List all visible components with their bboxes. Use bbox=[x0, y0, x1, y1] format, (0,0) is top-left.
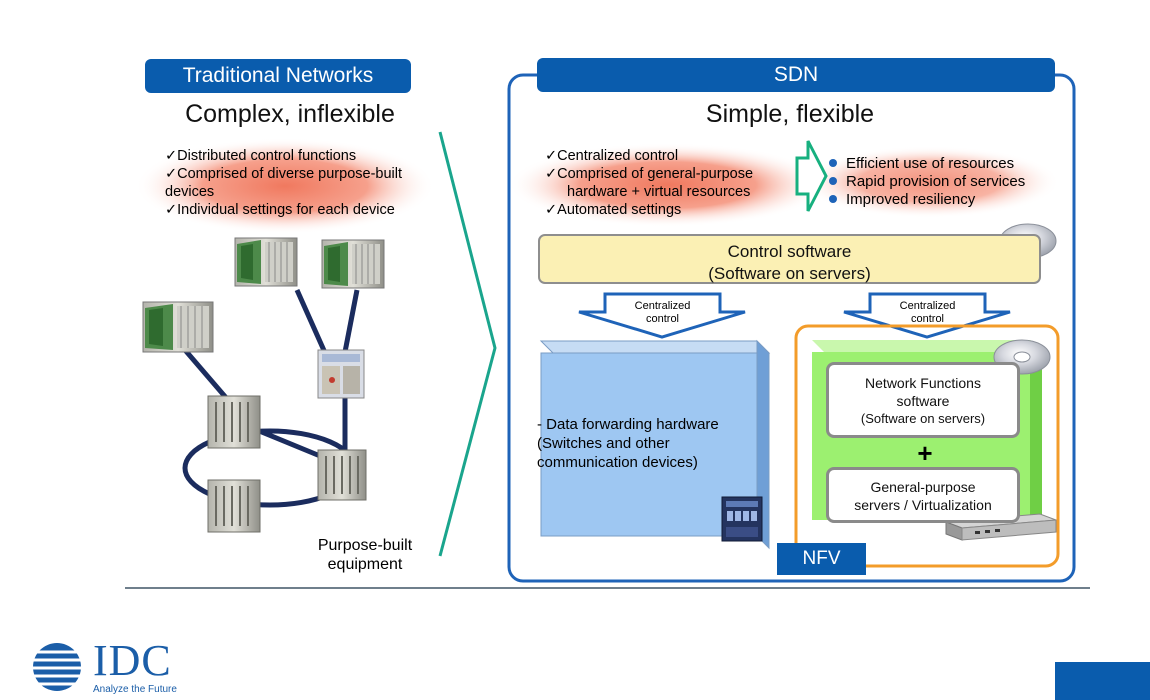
sdn-header: SDN bbox=[537, 58, 1055, 92]
benefit-text: Improved resiliency bbox=[846, 191, 976, 208]
footer-accent-block bbox=[1055, 662, 1150, 700]
cc-line: Centralized bbox=[634, 300, 691, 312]
transition-arrow bbox=[438, 131, 497, 557]
check-item: ✓Distributed control functions bbox=[165, 148, 357, 164]
check-item: ✓Automated settings bbox=[545, 202, 682, 218]
nf-line: (Software on servers) bbox=[860, 411, 986, 426]
rack-server-icon bbox=[945, 513, 1057, 541]
benefit-item: Efficient use of resources bbox=[829, 155, 1025, 173]
benefit-text: Efficient use of resources bbox=[846, 155, 1015, 172]
general-purpose-servers-box: General-purpose servers / Virtualization bbox=[826, 467, 1020, 523]
centralized-control-label-left: Centralized control bbox=[605, 300, 720, 326]
hardware-text: - Data forwarding hardware (Switches and… bbox=[537, 415, 757, 472]
equipment-caption-line: equipment bbox=[327, 556, 403, 573]
equipment-caption-line: Purpose-built bbox=[317, 537, 413, 554]
hardware-line: (Switches and other bbox=[537, 435, 670, 452]
check-item: ✓Comprised of general-purpose bbox=[545, 166, 754, 182]
bullet-icon bbox=[829, 159, 837, 167]
bullet-icon bbox=[829, 177, 837, 185]
check-item: hardware + virtual resources bbox=[567, 184, 751, 200]
traditional-oval bbox=[135, 138, 435, 234]
control-software-box: Control software (Software on servers) bbox=[538, 234, 1041, 284]
sdn-subtitle: Simple, flexible bbox=[705, 100, 875, 128]
benefit-arrow-icon bbox=[795, 140, 828, 212]
idc-tagline: Analyze the Future bbox=[93, 684, 177, 695]
hardware-line: - Data forwarding hardware bbox=[537, 416, 719, 433]
benefit-item: Rapid provision of services bbox=[829, 173, 1025, 191]
hardware-line: communication devices) bbox=[537, 454, 698, 471]
cc-line: control bbox=[645, 313, 680, 325]
traditional-subtitle: Complex, inflexible bbox=[185, 100, 395, 128]
benefit-text: Rapid provision of services bbox=[846, 173, 1026, 190]
nfv-label: NFV bbox=[777, 543, 866, 575]
centralized-arrow-left bbox=[578, 292, 746, 339]
check-item: ✓Centralized control bbox=[545, 148, 679, 164]
equipment-caption: Purpose-built equipment bbox=[300, 536, 430, 574]
benefit-item: Improved resiliency bbox=[829, 191, 1025, 209]
traditional-header: Traditional Networks bbox=[145, 59, 411, 93]
network-functions-box: Network Functions software (Software on … bbox=[826, 362, 1020, 438]
cc-line: Centralized bbox=[899, 300, 956, 312]
sdn-benefits: Efficient use of resources Rapid provisi… bbox=[829, 155, 1025, 209]
idc-logo-text: IDC bbox=[93, 636, 172, 685]
check-item: devices bbox=[165, 184, 215, 200]
check-item: ✓Comprised of diverse purpose-built bbox=[165, 166, 403, 182]
sdn-oval bbox=[508, 143, 828, 227]
cc-line: control bbox=[910, 313, 945, 325]
control-software-title: Control software bbox=[727, 242, 852, 261]
idc-globe-icon bbox=[23, 643, 91, 691]
centralized-control-label-right: Centralized control bbox=[870, 300, 985, 326]
nfv-frame bbox=[794, 324, 1060, 568]
control-software-subtitle: (Software on servers) bbox=[708, 264, 871, 283]
plus-sign: + bbox=[917, 438, 933, 468]
traditional-checklist: ✓Distributed control functions ✓Comprise… bbox=[165, 147, 402, 219]
check-item: ✓Individual settings for each device bbox=[165, 202, 395, 218]
gp-line: General-purpose bbox=[870, 479, 976, 495]
benefits-oval bbox=[800, 146, 1060, 218]
nf-line: software bbox=[896, 393, 950, 409]
network-equipment-illustration bbox=[142, 237, 385, 533]
network-cables bbox=[182, 288, 360, 508]
bullet-icon bbox=[829, 195, 837, 203]
gp-line: servers / Virtualization bbox=[854, 497, 992, 513]
hardware-box bbox=[539, 339, 771, 550]
switch-device-icon bbox=[721, 496, 763, 542]
nf-line: Network Functions bbox=[865, 375, 981, 391]
sdn-checklist: ✓Centralized control ✓Comprised of gener… bbox=[545, 147, 753, 219]
